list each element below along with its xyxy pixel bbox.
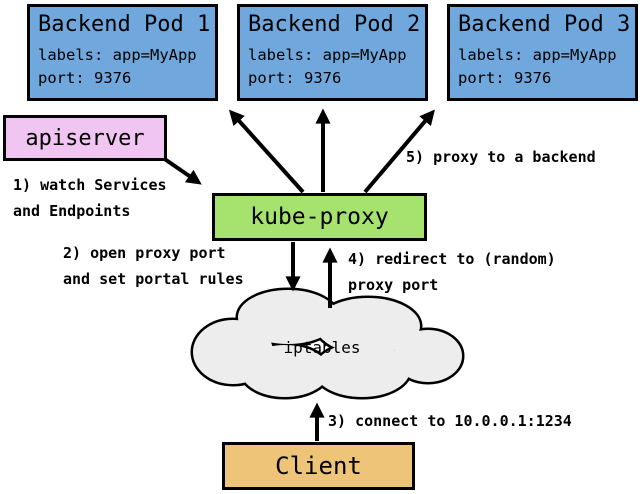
step-1-watch-services-label: 1) watch Services and Endpoints [13, 176, 167, 220]
step-4-redirect-label: 4) redirect to (random) proxy port [348, 250, 556, 294]
apiserver-box: apiserver [3, 115, 167, 161]
step-3-connect-label: 3) connect to 10.0.0.1:1234 [328, 412, 572, 430]
iptables-label: iptables [283, 338, 361, 357]
backend-pod-3-box: Backend Pod 3 labels: app=MyApp port: 93… [447, 4, 638, 101]
backend-pod-2-box: Backend Pod 2 labels: app=MyApp port: 93… [237, 4, 428, 101]
step-5-proxy-backend-label: 5) proxy to a backend [406, 148, 596, 166]
arrow-kube-proxy-to-pod3 [363, 109, 435, 194]
kube-proxy-box: kube-proxy [212, 193, 427, 241]
pod-title: Backend Pod 1 [38, 12, 211, 37]
step-2-open-proxy-port-label: 2) open proxy port and set portal rules [63, 244, 244, 288]
pod-labels-line: labels: app=MyApp [38, 46, 197, 64]
iptables-cloud-shape [190, 287, 465, 400]
pod-labels-line: labels: app=MyApp [248, 46, 407, 64]
pod-title: Backend Pod 2 [248, 12, 421, 37]
pod-port-line: port: 9376 [248, 69, 342, 87]
kube-proxy-label: kube-proxy [250, 204, 389, 230]
apiserver-label: apiserver [25, 125, 145, 151]
backend-pod-1-box: Backend Pod 1 labels: app=MyApp port: 93… [27, 4, 218, 101]
client-label: Client [275, 452, 362, 480]
pod-labels-line: labels: app=MyApp [458, 46, 617, 64]
client-box: Client [222, 442, 415, 490]
pod-port-line: port: 9376 [458, 69, 552, 87]
arrow-kube-proxy-to-pod1 [228, 109, 305, 194]
pod-title: Backend Pod 3 [458, 12, 631, 37]
pod-port-line: port: 9376 [38, 69, 132, 87]
